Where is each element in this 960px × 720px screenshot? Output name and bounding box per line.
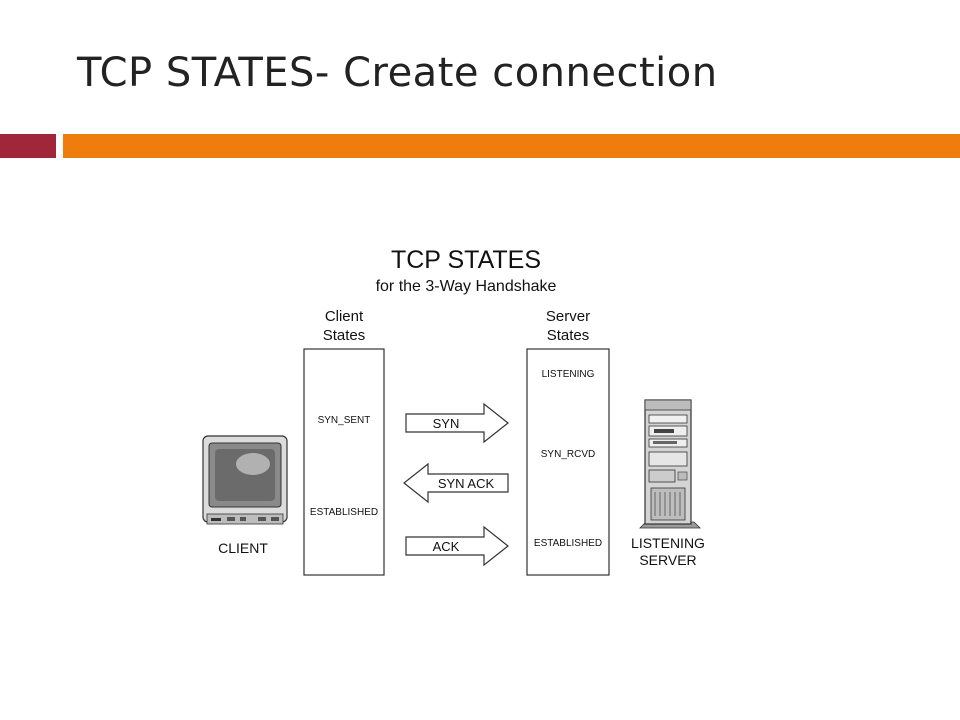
client-state-syn-sent: SYN_SENT xyxy=(318,415,371,426)
syn-ack-arrow: SYN ACK xyxy=(403,462,509,504)
server-state-listening: LISTENING xyxy=(542,369,595,380)
syn-arrow-label: SYN xyxy=(433,416,460,431)
slide-title: TCP STATES- Create connection xyxy=(77,50,718,96)
client-header-line1: Client xyxy=(325,308,364,325)
accent-bar-red xyxy=(0,134,56,158)
client-states-column xyxy=(303,348,385,576)
ack-arrow-label: ACK xyxy=(433,539,460,554)
server-state-established: ESTABLISHED xyxy=(534,538,602,549)
client-label: CLIENT xyxy=(218,540,268,556)
server-states-column xyxy=(526,348,610,576)
accent-bar-orange xyxy=(63,134,960,158)
diagram-subtitle: for the 3-Way Handshake xyxy=(376,278,557,295)
client-state-established: ESTABLISHED xyxy=(310,507,378,518)
tower-server-icon xyxy=(639,399,701,529)
server-label-line1: LISTENING xyxy=(631,535,705,551)
server-label-line2: SERVER xyxy=(639,552,696,568)
server-state-syn-rcvd: SYN_RCVD xyxy=(541,449,595,460)
server-header-line1: Server xyxy=(546,308,590,325)
client-header-line2: States xyxy=(323,327,366,344)
syn-arrow: SYN xyxy=(405,402,509,444)
ack-arrow: ACK xyxy=(405,525,509,567)
crt-monitor-icon xyxy=(202,435,288,525)
syn-ack-arrow-label: SYN ACK xyxy=(438,476,495,491)
diagram-title: TCP STATES xyxy=(391,246,541,274)
server-header-line2: States xyxy=(547,327,590,344)
